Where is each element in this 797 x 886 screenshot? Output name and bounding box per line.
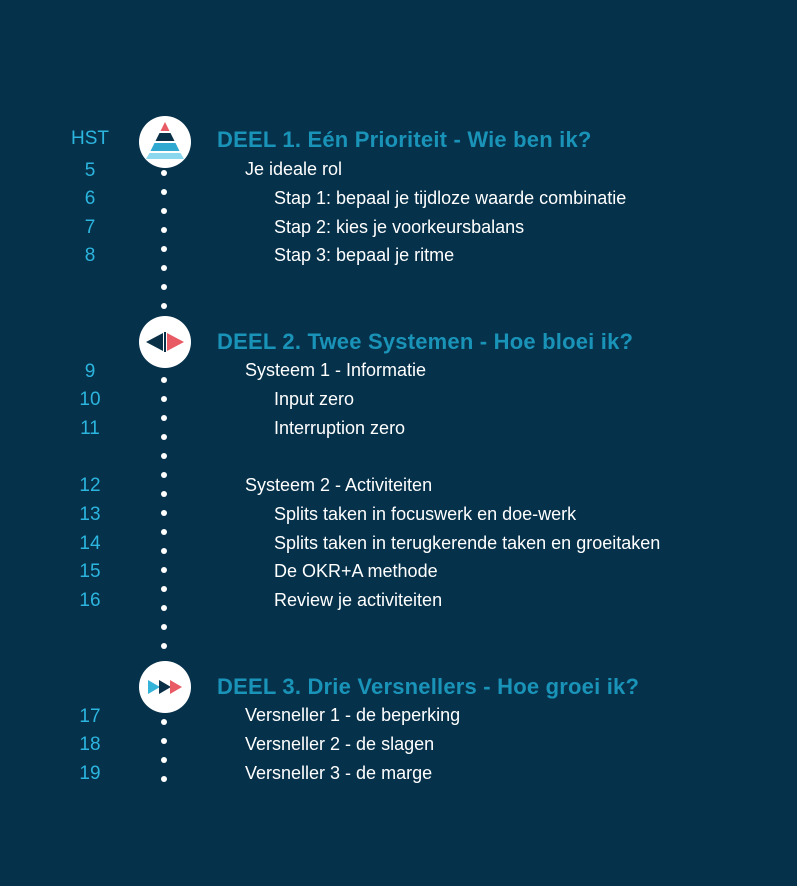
timeline-dot (161, 453, 167, 459)
timeline-dot (161, 757, 167, 763)
toc-subitem: Splits taken in focuswerk en doe-werk (274, 504, 577, 524)
timeline-dot (161, 605, 167, 611)
timeline-dot (161, 246, 167, 252)
toc-item: Systeem 2 - Activiteiten (245, 475, 433, 495)
timeline-dot (161, 548, 167, 554)
chapter-number: 8 (84, 245, 96, 266)
toc-subitem: Stap 2: kies je voorkeursbalans (274, 217, 525, 237)
section-title: DEEL 3. Drie Versnellers - Hoe groei ik? (217, 674, 640, 699)
toc-subitem: Interruption zero (274, 418, 406, 438)
timeline-dot (161, 303, 167, 309)
timeline-dot (161, 586, 167, 592)
timeline-dot (161, 189, 167, 195)
timeline-dot (161, 510, 167, 516)
chapter-number: 15 (79, 561, 101, 582)
timeline-dot (161, 396, 167, 402)
two-arrows-icon (139, 316, 191, 368)
section-title: DEEL 2. Twee Systemen - Hoe bloei ik? (217, 329, 634, 354)
chapter-number: 6 (84, 188, 96, 209)
chapter-number: 13 (79, 504, 101, 525)
timeline-dot (161, 776, 167, 782)
toc-item: Versneller 1 - de beperking (245, 705, 461, 725)
chapter-number: 7 (84, 217, 96, 238)
section-title: DEEL 1. Eén Prioriteit - Wie ben ik? (217, 127, 592, 152)
toc-item: Je ideale rol (245, 159, 343, 179)
three-arrows-icon (139, 661, 191, 713)
timeline-dot (161, 643, 167, 649)
chapter-number: 12 (79, 475, 101, 496)
chapter-column-header: HST (71, 128, 109, 149)
timeline-dot (161, 472, 167, 478)
timeline-dot (161, 738, 167, 744)
timeline-dot (161, 491, 167, 497)
chapter-number: 11 (80, 418, 100, 439)
timeline-dot (161, 624, 167, 630)
chapter-number: 16 (79, 590, 101, 611)
toc-subitem: Review je activiteiten (274, 590, 443, 610)
timeline-dot (161, 415, 167, 421)
timeline-dot (161, 434, 167, 440)
chapter-number: 5 (84, 160, 96, 181)
toc-subitem: Splits taken in terugkerende taken en gr… (274, 533, 661, 553)
timeline-dot (161, 265, 167, 271)
timeline-dot (161, 284, 167, 290)
toc-item: Versneller 2 - de slagen (245, 734, 435, 754)
timeline-dot (161, 170, 167, 176)
toc-item: Versneller 3 - de marge (245, 763, 433, 783)
chapter-number: 19 (79, 763, 101, 784)
toc-item: Systeem 1 - Informatie (245, 360, 427, 380)
chapter-number: 17 (79, 706, 101, 727)
timeline-dot (161, 227, 167, 233)
toc-subitem: Stap 3: bepaal je ritme (274, 245, 455, 265)
toc-subitem: Stap 1: bepaal je tijdloze waarde combin… (274, 188, 627, 208)
timeline-dot (161, 529, 167, 535)
timeline-dot (161, 377, 167, 383)
chapter-number: 18 (79, 734, 101, 755)
chapter-number: 10 (79, 389, 101, 410)
toc-subitem: Input zero (274, 389, 355, 409)
pyramid-icon (139, 116, 191, 168)
timeline-dot (161, 719, 167, 725)
toc-subitem: De OKR+A methode (274, 561, 438, 581)
chapter-number: 14 (79, 533, 101, 554)
chapter-number: 9 (84, 361, 96, 382)
timeline-dot (161, 567, 167, 573)
timeline-dot (161, 208, 167, 214)
